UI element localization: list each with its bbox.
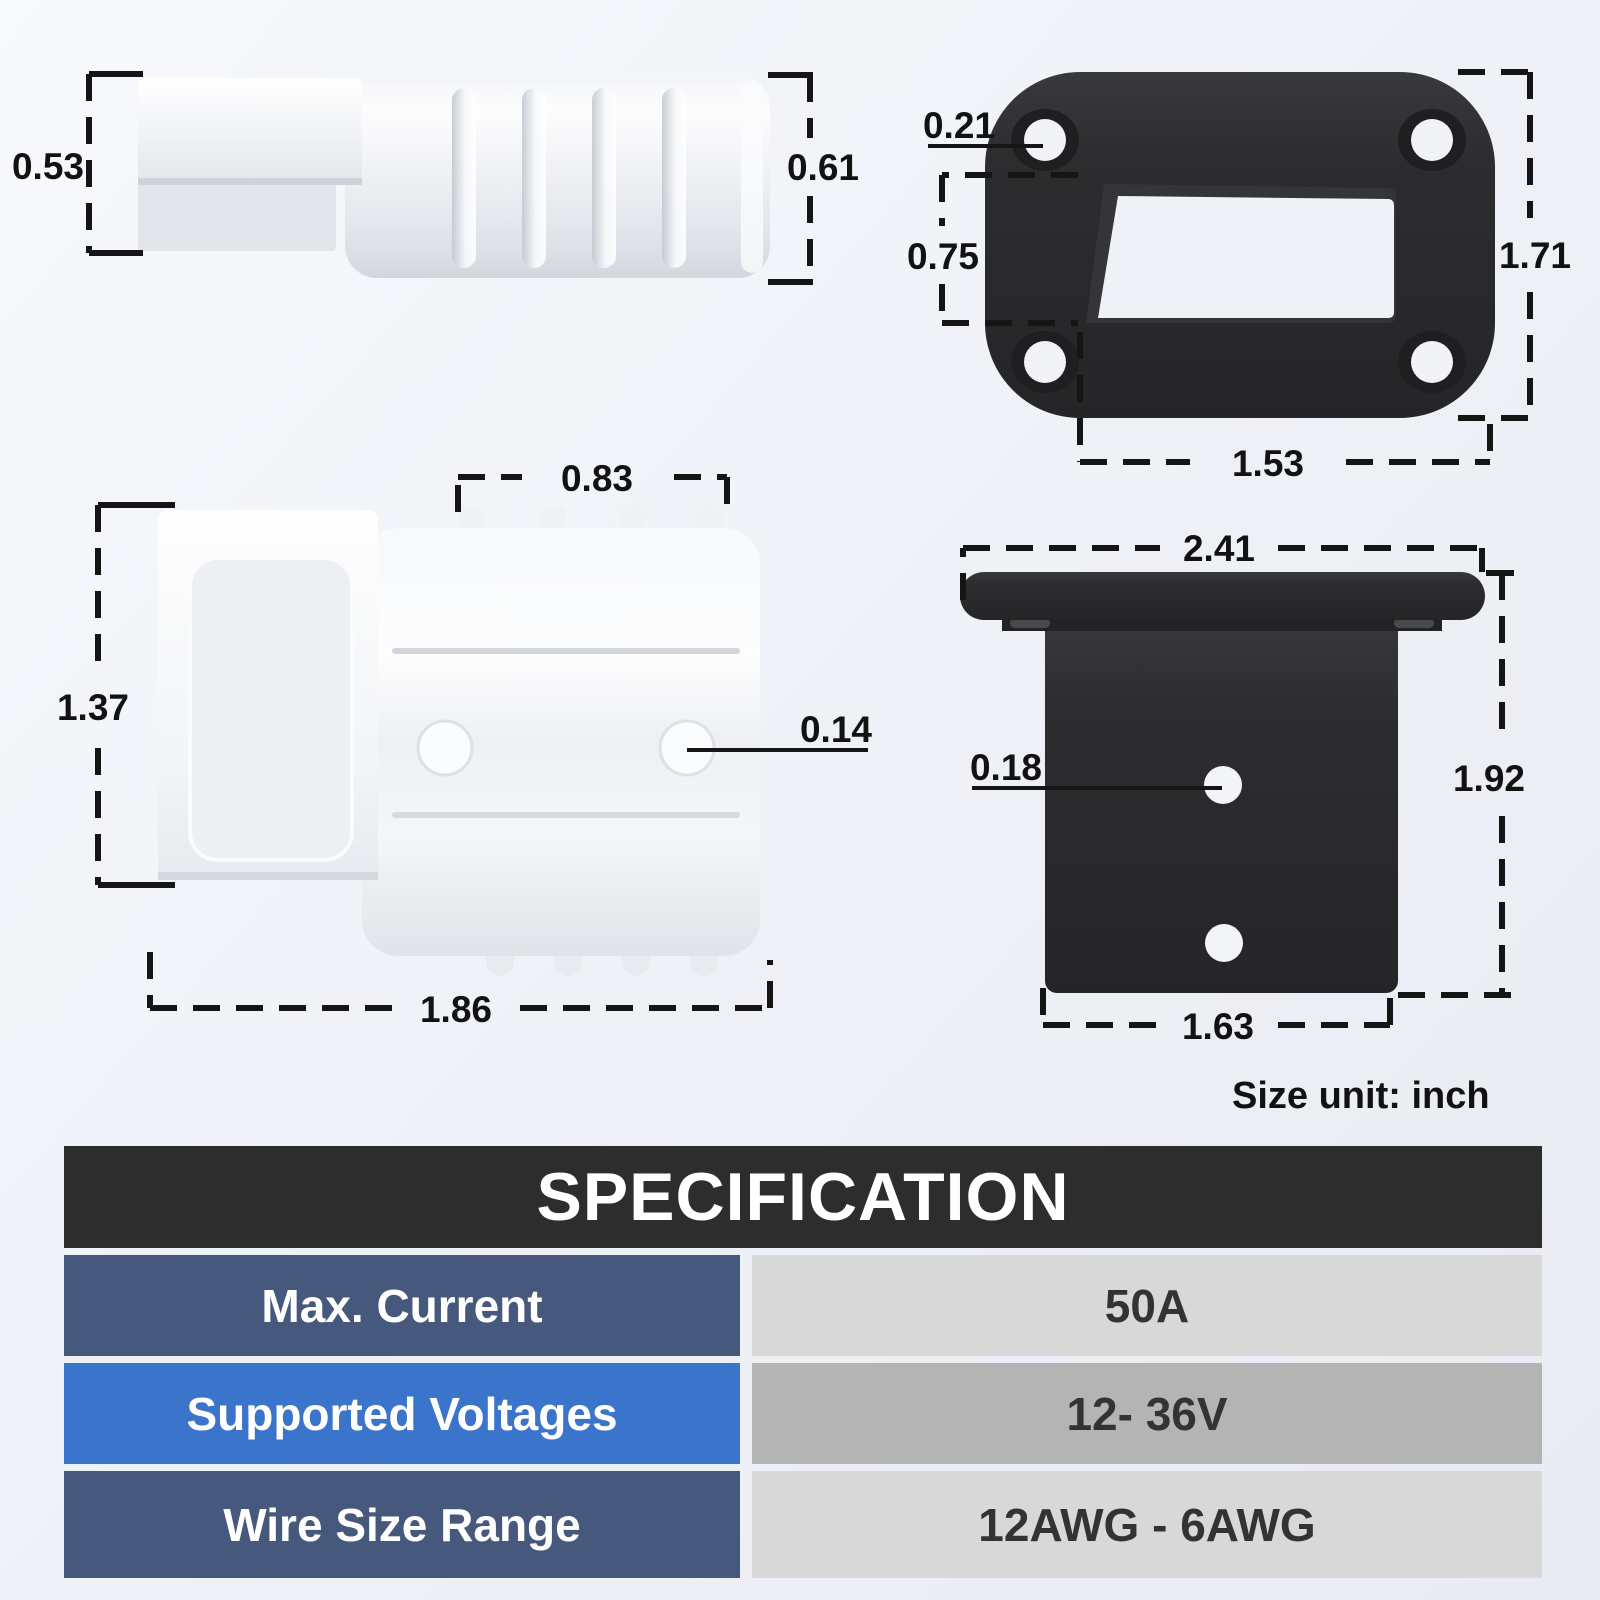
tongue-step-shadow (138, 178, 362, 185)
size-unit-note: Size unit: inch (1232, 1075, 1490, 1117)
bracket-body (1045, 615, 1398, 993)
plate-hole (1411, 119, 1453, 161)
dim-label-plate-width: 1.53 (1232, 443, 1304, 484)
dim-label-cutout-height: 0.75 (907, 236, 979, 277)
sleeve-rib (522, 88, 546, 268)
dimension-diagrams: 0.53 0.61 0.21 0.75 1.71 (12, 69, 1571, 1117)
spec-label-wire-size-range: Wire Size Range (64, 1471, 740, 1578)
bracket-side-view: 2.41 0.18 1.92 1.63 (960, 528, 1525, 1047)
dim-label-rib-width: 0.83 (561, 458, 633, 499)
connector-tongue-upper (138, 78, 362, 184)
dim-label-flange-width: 2.41 (1183, 528, 1255, 569)
top-rib-bump (619, 505, 647, 533)
dim-label-bracket-hole: 0.18 (970, 747, 1042, 788)
sleeve-rib (592, 88, 616, 268)
housing-body (362, 528, 760, 956)
top-rib-bump (539, 505, 567, 533)
table-row: Max. Current 50A (64, 1255, 1542, 1356)
sleeve-rib (662, 88, 686, 268)
connector-tongue-lower (138, 182, 336, 251)
sleeve-rib (452, 88, 476, 268)
spec-value-max-current: 50A (752, 1255, 1542, 1356)
table-row: Supported Voltages 12- 36V (64, 1363, 1542, 1464)
spec-value-supported-voltages: 12- 36V (752, 1363, 1542, 1464)
under-flange-shadow (1002, 617, 1442, 631)
flange-notch (1394, 618, 1434, 628)
connector-side-view: 0.53 0.61 (12, 71, 859, 285)
bracket-hole (1205, 924, 1243, 962)
spec-label-supported-voltages: Supported Voltages (64, 1363, 740, 1464)
mount-plate-front-view: 0.21 0.75 1.71 1.53 (907, 69, 1571, 484)
spec-value-wire-size-range: 12AWG - 6AWG (752, 1471, 1542, 1578)
cap-panel (188, 556, 354, 862)
connector-sleeve (345, 75, 770, 278)
dim-label-bracket-height: 1.92 (1453, 758, 1525, 799)
plate-hole (1411, 341, 1453, 383)
plate-hole (1024, 119, 1066, 161)
flange-notch (1010, 618, 1050, 628)
cap-base-shadow (158, 872, 378, 880)
plate-hole (1024, 341, 1066, 383)
dim-label-side-height-right: 0.61 (787, 147, 859, 188)
plate-cutout (1098, 196, 1394, 318)
top-rib-bump (696, 505, 724, 533)
dim-label-plate-hole: 0.21 (923, 105, 995, 146)
dim-label-front-width: 1.86 (420, 989, 492, 1030)
housing-groove (392, 648, 740, 654)
connector-front-view: 1.37 0.83 0.14 1.86 (57, 458, 872, 1030)
contact-hole (416, 719, 474, 777)
dim-label-body-width: 1.63 (1182, 1006, 1254, 1047)
bracket-flange (960, 572, 1485, 620)
specification-table-title: SPECIFICATION (64, 1146, 1542, 1248)
top-rib-bump (458, 505, 486, 533)
specification-table: SPECIFICATION Max. Current 50A Supported… (64, 1146, 1542, 1578)
dim-label-front-hole: 0.14 (800, 709, 872, 750)
dim-label-side-height-left: 0.53 (12, 146, 84, 187)
spec-label-max-current: Max. Current (64, 1255, 740, 1356)
dim-label-plate-height: 1.71 (1499, 235, 1571, 276)
dim-label-front-height: 1.37 (57, 687, 129, 728)
bracket-hole (1204, 766, 1242, 804)
housing-groove (392, 812, 740, 818)
table-row: Wire Size Range 12AWG - 6AWG (64, 1471, 1542, 1578)
sleeve-end-highlight (741, 80, 763, 273)
